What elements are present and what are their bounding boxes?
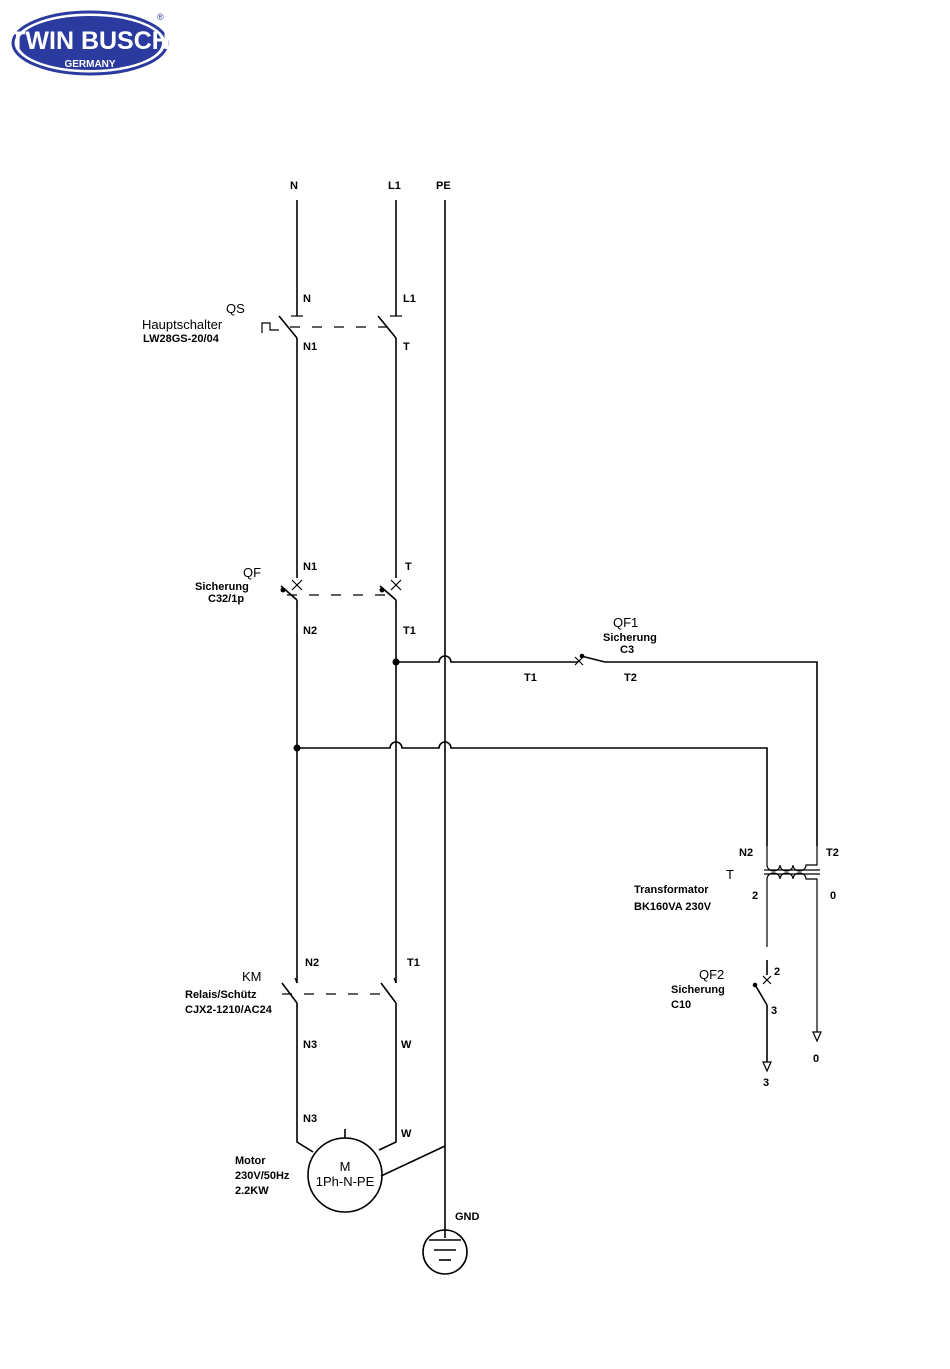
qf-out-right: T1 xyxy=(403,625,416,637)
qs-tag: QS xyxy=(226,301,245,316)
motor-type: 1Ph-N-PE xyxy=(316,1174,375,1189)
qf2-model: C10 xyxy=(671,999,691,1011)
ground-symbol: GND xyxy=(423,1211,480,1274)
qf2-name: Sicherung xyxy=(671,984,725,996)
twin-busch-logo: TWIN BUSCH GERMANY ® xyxy=(10,12,170,74)
qf1-model: C3 xyxy=(620,644,634,656)
qf-breaker: QF Sicherung C32/1p N1 T N2 T1 xyxy=(195,561,416,637)
qf1-name: Sicherung xyxy=(603,632,657,644)
transformer-model: BK160VA 230V xyxy=(634,901,712,913)
qf1-in-label: T1 xyxy=(524,672,537,684)
motor-symbol: M xyxy=(340,1159,351,1174)
pe-rail xyxy=(381,200,445,1238)
motor-wire-right-label: W xyxy=(401,1128,412,1140)
qf-in-right: T xyxy=(405,561,412,573)
logo-sub-text: GERMANY xyxy=(64,59,115,70)
qf1-breaker: QF1 Sicherung C3 T1 T2 xyxy=(524,615,657,684)
output-terminals: 3 0 xyxy=(763,1032,821,1089)
qf-name: Sicherung xyxy=(195,581,249,593)
transformer-tag: T xyxy=(726,867,734,882)
qs-out-right: T xyxy=(403,341,410,353)
transformer-secondary-left: 2 xyxy=(752,890,758,902)
qs-model: LW28GS-20/04 xyxy=(143,333,220,345)
qs-in-left: N xyxy=(303,293,311,305)
qf-tag: QF xyxy=(243,565,261,580)
qf1-out-label: T2 xyxy=(624,672,637,684)
qs-name: Hauptschalter xyxy=(142,317,223,332)
qs-main-switch: QS Hauptschalter LW28GS-20/04 N L1 N1 T xyxy=(142,293,416,353)
km-model: CJX2-1210/AC24 xyxy=(185,1004,273,1016)
qf2-out-label: 3 xyxy=(771,1005,777,1017)
transformer-secondary-right: 0 xyxy=(830,890,836,902)
motor-wire-left-label: N3 xyxy=(303,1113,317,1125)
rail-label-n: N xyxy=(290,180,298,192)
ground-label: GND xyxy=(455,1211,480,1223)
qf-out-left: N2 xyxy=(303,625,317,637)
transformer: T Transformator BK160VA 230V N2 T2 2 0 xyxy=(634,846,839,1032)
motor-power: 2.2KW xyxy=(235,1185,269,1197)
output-left-label: 3 xyxy=(763,1077,769,1089)
output-right-label: 0 xyxy=(813,1053,819,1065)
motor: M 1Ph-N-PE Motor 230V/50Hz 2.2KW xyxy=(235,1129,382,1212)
logo-registered-mark: ® xyxy=(157,12,164,22)
rail-label-l1: L1 xyxy=(388,180,401,192)
rail-label-pe: PE xyxy=(436,180,451,192)
km-out-right: W xyxy=(401,1039,412,1051)
km-in-left: N2 xyxy=(305,957,319,969)
l1-wire xyxy=(379,200,396,1150)
qf-model: C32/1p xyxy=(208,593,244,605)
n2-branch-wire xyxy=(294,742,768,846)
qs-out-left: N1 xyxy=(303,341,317,353)
km-name: Relais/Schütz xyxy=(185,989,257,1001)
km-in-right: T1 xyxy=(407,957,420,969)
transformer-name: Transformator xyxy=(634,884,709,896)
transformer-primary-right: T2 xyxy=(826,847,839,859)
logo-main-text: TWIN BUSCH xyxy=(10,27,170,55)
motor-rating: 230V/50Hz xyxy=(235,1170,290,1182)
qf1-tag: QF1 xyxy=(613,615,638,630)
km-out-left: N3 xyxy=(303,1039,317,1051)
qf2-in-label: 2 xyxy=(774,966,780,978)
qf-in-left: N1 xyxy=(303,561,317,573)
km-contactor: KM Relais/Schütz CJX2-1210/AC24 N2 T1 N3… xyxy=(185,957,420,1051)
qs-in-right: L1 xyxy=(403,293,416,305)
motor-label: Motor xyxy=(235,1155,266,1167)
qf2-tag: QF2 xyxy=(699,967,724,982)
km-tag: KM xyxy=(242,969,262,984)
t1-branch-wire xyxy=(393,656,818,846)
qf2-breaker: QF2 Sicherung C10 2 3 xyxy=(671,960,780,1062)
transformer-primary-left: N2 xyxy=(739,847,753,859)
